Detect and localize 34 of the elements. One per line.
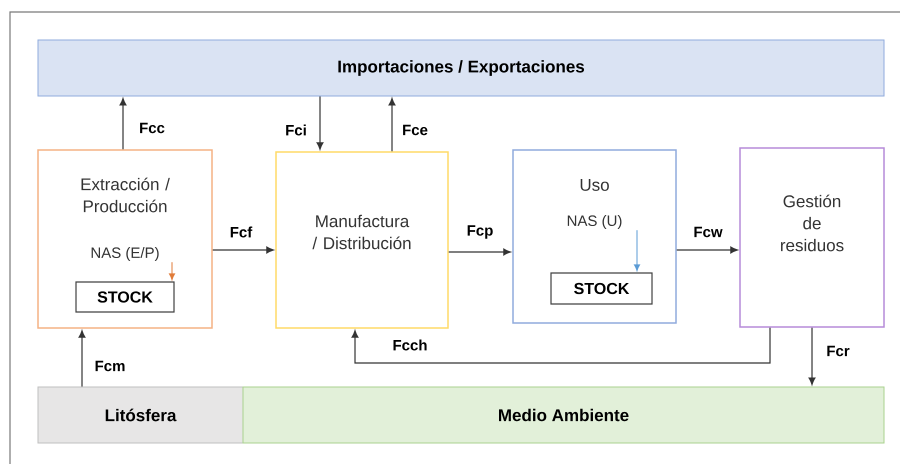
box-title: Extracción / Producción bbox=[82, 178, 170, 212]
edge-label: Fcf bbox=[230, 226, 252, 238]
arrow bbox=[120, 98, 126, 150]
process-box bbox=[37, 149, 213, 329]
band-box: Litósfera bbox=[38, 386, 244, 444]
arrow bbox=[676, 246, 738, 254]
arrow bbox=[634, 230, 640, 272]
box-title: Gestión de residuos bbox=[781, 194, 844, 252]
arrow bbox=[808, 328, 816, 385]
process-box bbox=[275, 151, 449, 329]
process-box bbox=[739, 147, 885, 328]
band-box: Importaciones / Exportaciones bbox=[38, 40, 884, 96]
stock-box: STOCK bbox=[550, 272, 653, 305]
box-title: Uso bbox=[580, 179, 609, 191]
stock-note: NAS (E/P) bbox=[92, 247, 159, 261]
box-title: Manufactura / Distribución bbox=[312, 214, 410, 250]
arrow bbox=[316, 96, 324, 150]
edge-label: Fcc bbox=[140, 122, 164, 134]
edge-label: Fci bbox=[286, 124, 306, 136]
edge-label: Fcm bbox=[96, 360, 124, 372]
arrow bbox=[168, 262, 176, 280]
arrow bbox=[352, 328, 771, 364]
arrow bbox=[78, 330, 86, 386]
edge-label: Fcr bbox=[827, 346, 850, 356]
edge-label: Fce bbox=[403, 124, 428, 136]
stock-note: NAS (U) bbox=[568, 215, 622, 229]
band-box: Medio Ambiente bbox=[242, 386, 884, 444]
edge-label: Fcw bbox=[694, 226, 723, 238]
arrow bbox=[448, 248, 511, 256]
stock-box: STOCK bbox=[75, 281, 175, 313]
edge-label: Fcp bbox=[468, 225, 493, 239]
arrow bbox=[212, 246, 274, 254]
edge-label: Fcch bbox=[394, 340, 427, 350]
arrow bbox=[388, 98, 396, 152]
